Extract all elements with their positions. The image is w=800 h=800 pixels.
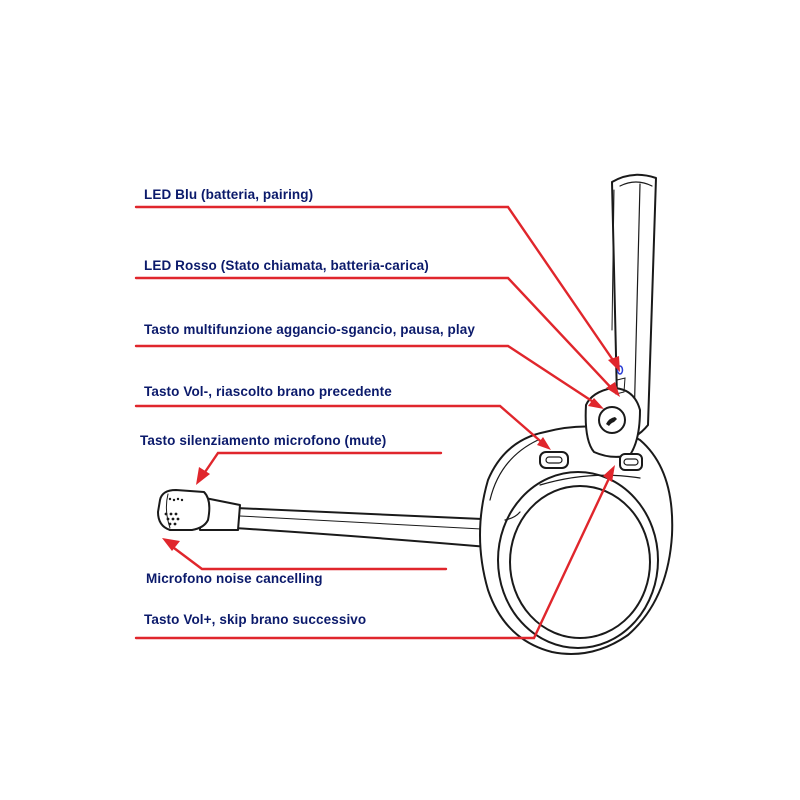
arrowhead-multifunction [588, 398, 604, 409]
label-vol-plus-button: Tasto Vol+, skip brano successivo [144, 612, 367, 627]
vol-plus-button[interactable] [619, 453, 643, 471]
mic-outline-detail [504, 511, 521, 521]
mic-boom [185, 496, 506, 549]
label-vol-minus-button: Tasto Vol-, riascolto brano precedente [144, 384, 392, 399]
leader-led-blu [134, 205, 619, 368]
arrowhead-vol-minus [537, 437, 551, 450]
arrowhead-vol-plus [603, 465, 615, 482]
arrowhead-mic [162, 538, 180, 551]
arrowhead-led-blu [608, 356, 620, 372]
leader-mic [168, 543, 448, 571]
blue-led-indicator [616, 365, 624, 375]
leader-multifunction [134, 344, 600, 407]
leader-vol-plus [134, 470, 614, 640]
label-mute-button: Tasto silenziamento microfono (mute) [140, 433, 387, 448]
vol-minus-button[interactable] [539, 451, 569, 469]
leader-mute [201, 451, 443, 477]
leader-vol-minus [134, 404, 548, 448]
leader-led-rosso [134, 276, 618, 395]
label-microphone: Microfono noise cancelling [146, 571, 323, 586]
leader-arrowheads [162, 356, 620, 551]
label-multifunction-button: Tasto multifunzione aggancio-sgancio, pa… [144, 322, 475, 337]
arrowhead-mute [196, 467, 210, 485]
microphone-tip [157, 489, 211, 531]
phone-hook-icon [606, 417, 617, 426]
label-led-blu: LED Blu (batteria, pairing) [144, 187, 314, 202]
leader-lines [134, 205, 619, 640]
label-led-rosso: LED Rosso (Stato chiamata, batteria-cari… [144, 258, 429, 273]
microphone-holes [164, 497, 184, 526]
ear-cup [479, 425, 674, 655]
arrowhead-led-rosso [606, 382, 620, 397]
